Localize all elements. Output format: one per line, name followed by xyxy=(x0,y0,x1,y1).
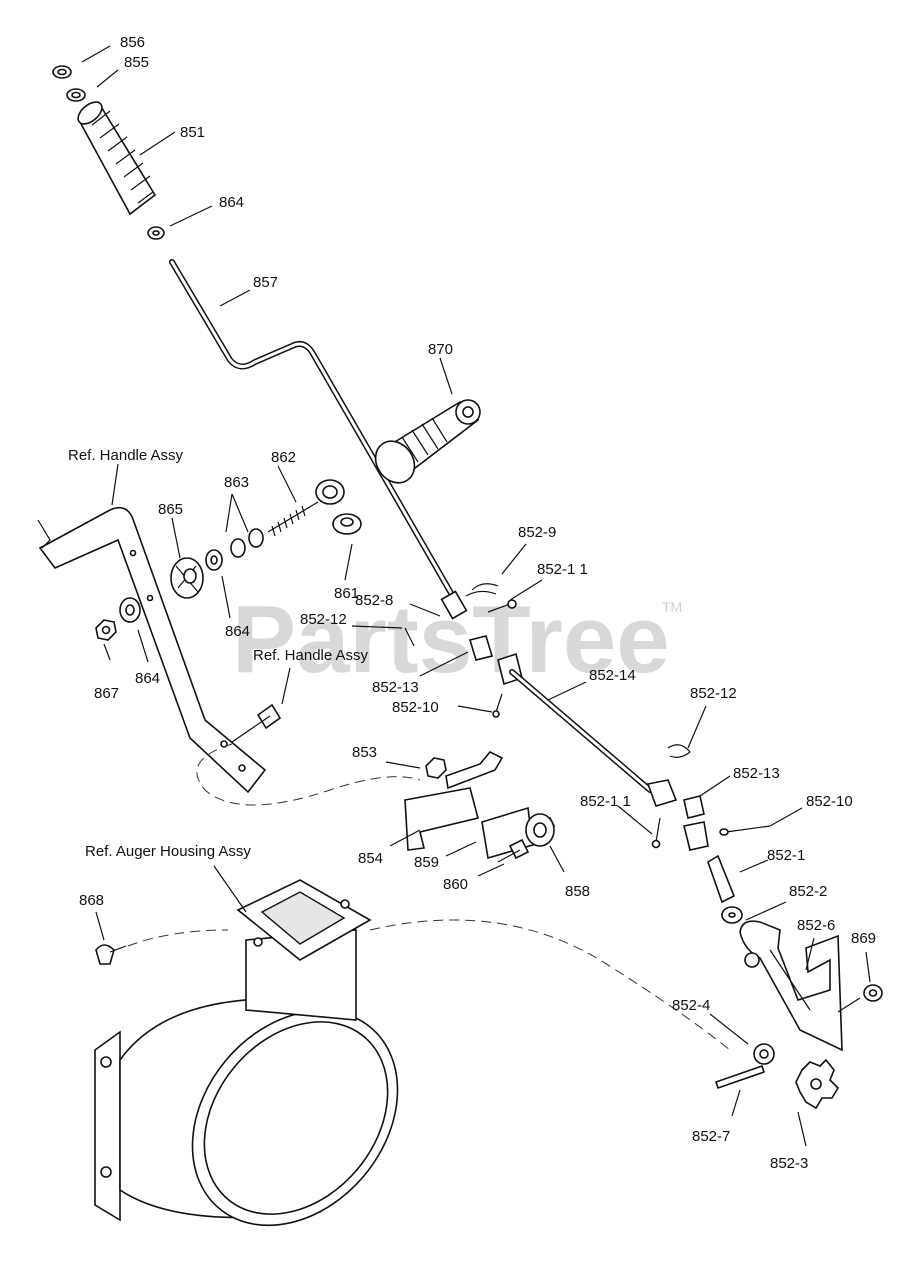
label-852-10-right: 852-10 xyxy=(806,793,853,810)
nut-867 xyxy=(95,619,117,641)
part-labels: 856 855 851 864 857 870 Ref. Handle Assy… xyxy=(68,34,876,1172)
label-861: 861 xyxy=(334,585,359,602)
pin-852-7 xyxy=(714,1064,766,1090)
label-854: 854 xyxy=(358,850,383,867)
bracket-852-6 xyxy=(739,920,843,1052)
label-852-6: 852-6 xyxy=(797,917,835,934)
label-852-2: 852-2 xyxy=(789,883,827,900)
label-865: 865 xyxy=(158,501,183,518)
label-858: 858 xyxy=(565,883,590,900)
label-869: 869 xyxy=(851,930,876,947)
label-859: 859 xyxy=(414,854,439,871)
watermark-tm: TM xyxy=(662,599,682,615)
spacer-858 xyxy=(525,813,555,847)
label-852-7: 852-7 xyxy=(692,1128,730,1145)
ref-line-auger xyxy=(127,919,731,1051)
bolt-860 xyxy=(497,838,530,863)
nut-869 xyxy=(863,984,883,1002)
label-864-top: 864 xyxy=(219,194,244,211)
washer-856 xyxy=(52,65,72,79)
label-ref-handle-top: Ref. Handle Assy xyxy=(68,447,184,464)
knob-870 xyxy=(374,399,481,484)
washer-855 xyxy=(66,88,86,102)
label-852-13-right: 852-13 xyxy=(733,765,780,782)
label-852-10-left: 852-10 xyxy=(392,699,439,716)
label-852-14: 852-14 xyxy=(589,667,636,684)
handle-assy xyxy=(37,506,267,794)
nut-853 xyxy=(425,757,447,779)
label-852-12-right: 852-12 xyxy=(690,685,737,702)
label-853: 853 xyxy=(352,744,377,761)
gear-852-3 xyxy=(795,1058,840,1110)
leader-lines xyxy=(81,45,871,1147)
label-851: 851 xyxy=(180,124,205,141)
label-870: 870 xyxy=(428,341,453,358)
label-852-8: 852-8 xyxy=(355,592,393,609)
label-868: 868 xyxy=(79,892,104,909)
label-860: 860 xyxy=(443,876,468,893)
label-864-mid: 864 xyxy=(225,623,250,640)
label-852-11-top: 852-1 1 xyxy=(537,561,588,578)
washer-864-mid xyxy=(205,549,223,571)
bolt-ref-handle xyxy=(231,703,282,743)
label-852-12-left: 852-12 xyxy=(300,611,347,628)
washer-852-4 xyxy=(753,1043,775,1065)
label-856: 856 xyxy=(120,34,145,51)
grip-851 xyxy=(77,101,157,216)
washer-864-left xyxy=(119,597,141,623)
label-852-11-right: 852-1 1 xyxy=(580,793,631,810)
auger-housing xyxy=(94,879,399,1227)
label-852-9: 852-9 xyxy=(518,524,556,541)
label-862: 862 xyxy=(271,449,296,466)
label-852-4: 852-4 xyxy=(672,997,710,1014)
label-855: 855 xyxy=(124,54,149,71)
washer-864-top xyxy=(147,226,165,240)
bracket-854 xyxy=(404,751,504,851)
shift-rod-857 xyxy=(169,259,468,620)
linkage-852 xyxy=(404,583,771,924)
eyebolt-862 xyxy=(267,479,345,537)
label-867: 867 xyxy=(94,685,119,702)
label-ref-auger: Ref. Auger Housing Assy xyxy=(85,843,251,860)
nut-861 xyxy=(332,513,362,535)
label-852-3: 852-3 xyxy=(770,1155,808,1172)
label-863: 863 xyxy=(224,474,249,491)
bolt-868 xyxy=(95,944,127,965)
label-852-1: 852-1 xyxy=(767,847,805,864)
label-852-13-left: 852-13 xyxy=(372,679,419,696)
label-ref-handle-mid: Ref. Handle Assy xyxy=(253,647,369,664)
label-864-left: 864 xyxy=(135,670,160,687)
cam-865 xyxy=(170,557,204,599)
nuts-863 xyxy=(230,528,264,558)
label-857: 857 xyxy=(253,274,278,291)
